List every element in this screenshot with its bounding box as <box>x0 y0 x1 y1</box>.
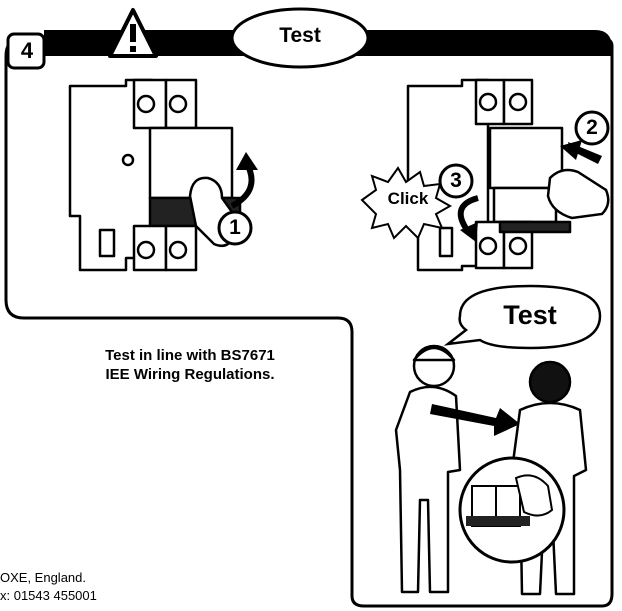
header-title: Test <box>279 24 321 47</box>
step-number: 4 <box>20 38 34 63</box>
click-label: Click <box>387 189 429 208</box>
handover-arrow-icon <box>430 404 520 436</box>
speech-bubble <box>443 284 602 350</box>
regulation-note-line-1: Test in line with BS7671 <box>105 347 275 364</box>
curved-arrowhead-icon <box>236 152 258 170</box>
footer-fax: x: 01543 455001 <box>0 588 97 603</box>
callout-two-label: 2 <box>586 116 598 139</box>
callout-three-label: 3 <box>450 169 462 192</box>
footer-address: OXE, England. <box>0 570 86 585</box>
step-number-box <box>6 32 46 70</box>
step-panel-frame <box>4 36 614 608</box>
regulation-note: Test in line with BS7671 IEE Wiring Regu… <box>60 346 320 384</box>
warning-triangle-icon <box>108 8 158 58</box>
speech-bubble-text: Test <box>503 300 557 330</box>
breaker-illustration-right <box>406 78 572 272</box>
callout-one-label: 1 <box>229 216 241 239</box>
click-starburst-icon <box>360 166 453 240</box>
person-icon <box>394 344 462 594</box>
header-title-oval <box>230 7 370 69</box>
hand-icon-right <box>546 168 610 220</box>
push-arrowhead-icon <box>560 140 582 160</box>
regulation-note-line-2: IEE Wiring Regulations. <box>105 366 275 383</box>
curved-arrowhead-icon-right <box>460 222 478 242</box>
callout-one-circle <box>217 210 253 246</box>
callout-three-circle <box>438 163 474 199</box>
magnifier-inset <box>458 456 566 564</box>
callout-two-circle <box>574 110 610 146</box>
